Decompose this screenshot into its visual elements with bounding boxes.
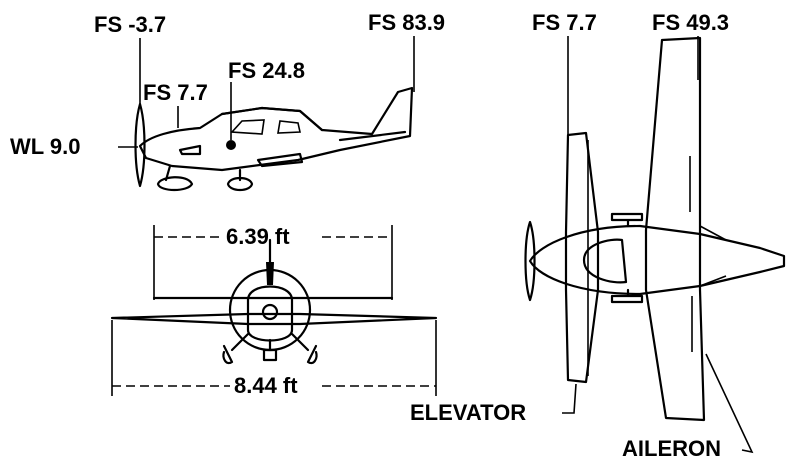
top-gear-upper <box>610 212 644 228</box>
top-propeller <box>524 220 536 302</box>
label-tail-span: 6.39 ft <box>226 224 290 249</box>
top-fuselage <box>528 224 786 296</box>
side-horizontal-tail <box>338 130 407 142</box>
side-nose-gear <box>156 164 194 192</box>
label-wl: WL 9.0 <box>10 134 81 159</box>
front-view <box>110 225 438 396</box>
side-window-rear <box>277 120 301 134</box>
side-main-gear <box>226 168 254 192</box>
front-gear-left <box>222 332 250 365</box>
side-cg-marker <box>226 140 236 150</box>
side-canopy <box>220 106 324 132</box>
side-view <box>118 36 415 192</box>
side-propeller <box>134 102 146 188</box>
top-horizontal-tail <box>564 131 600 384</box>
front-spinner <box>261 303 279 321</box>
front-fuselage <box>246 285 294 342</box>
leader-elevator <box>562 383 577 414</box>
front-fin-tip <box>266 262 274 285</box>
top-flap-line-lower <box>699 275 727 287</box>
label-fs-elevator: FS 7.7 <box>532 10 597 35</box>
label-fs-tail: FS 83.9 <box>368 10 446 35</box>
top-gear-lower <box>610 288 644 304</box>
label-fs-aileron: FS 49.3 <box>652 10 730 35</box>
label-elevator: ELEVATOR <box>410 400 527 425</box>
front-gear-center <box>262 338 278 362</box>
label-fs-nose: FS -3.7 <box>94 12 167 37</box>
top-view <box>524 36 786 454</box>
top-flap-line-upper <box>699 225 727 241</box>
top-canopy <box>582 238 628 284</box>
label-aileron: AILERON <box>622 436 721 461</box>
side-cowl-intake <box>178 144 202 156</box>
leader-aileron <box>705 353 754 454</box>
side-wing-fairing <box>256 152 304 168</box>
top-wing <box>644 36 706 422</box>
front-gear-right <box>290 332 318 365</box>
label-fs-cg: FS 24.8 <box>228 58 306 83</box>
label-wing-span: 8.44 ft <box>234 373 298 398</box>
side-window-front <box>230 119 265 135</box>
label-fs-cowl: FS 7.7 <box>143 80 208 105</box>
